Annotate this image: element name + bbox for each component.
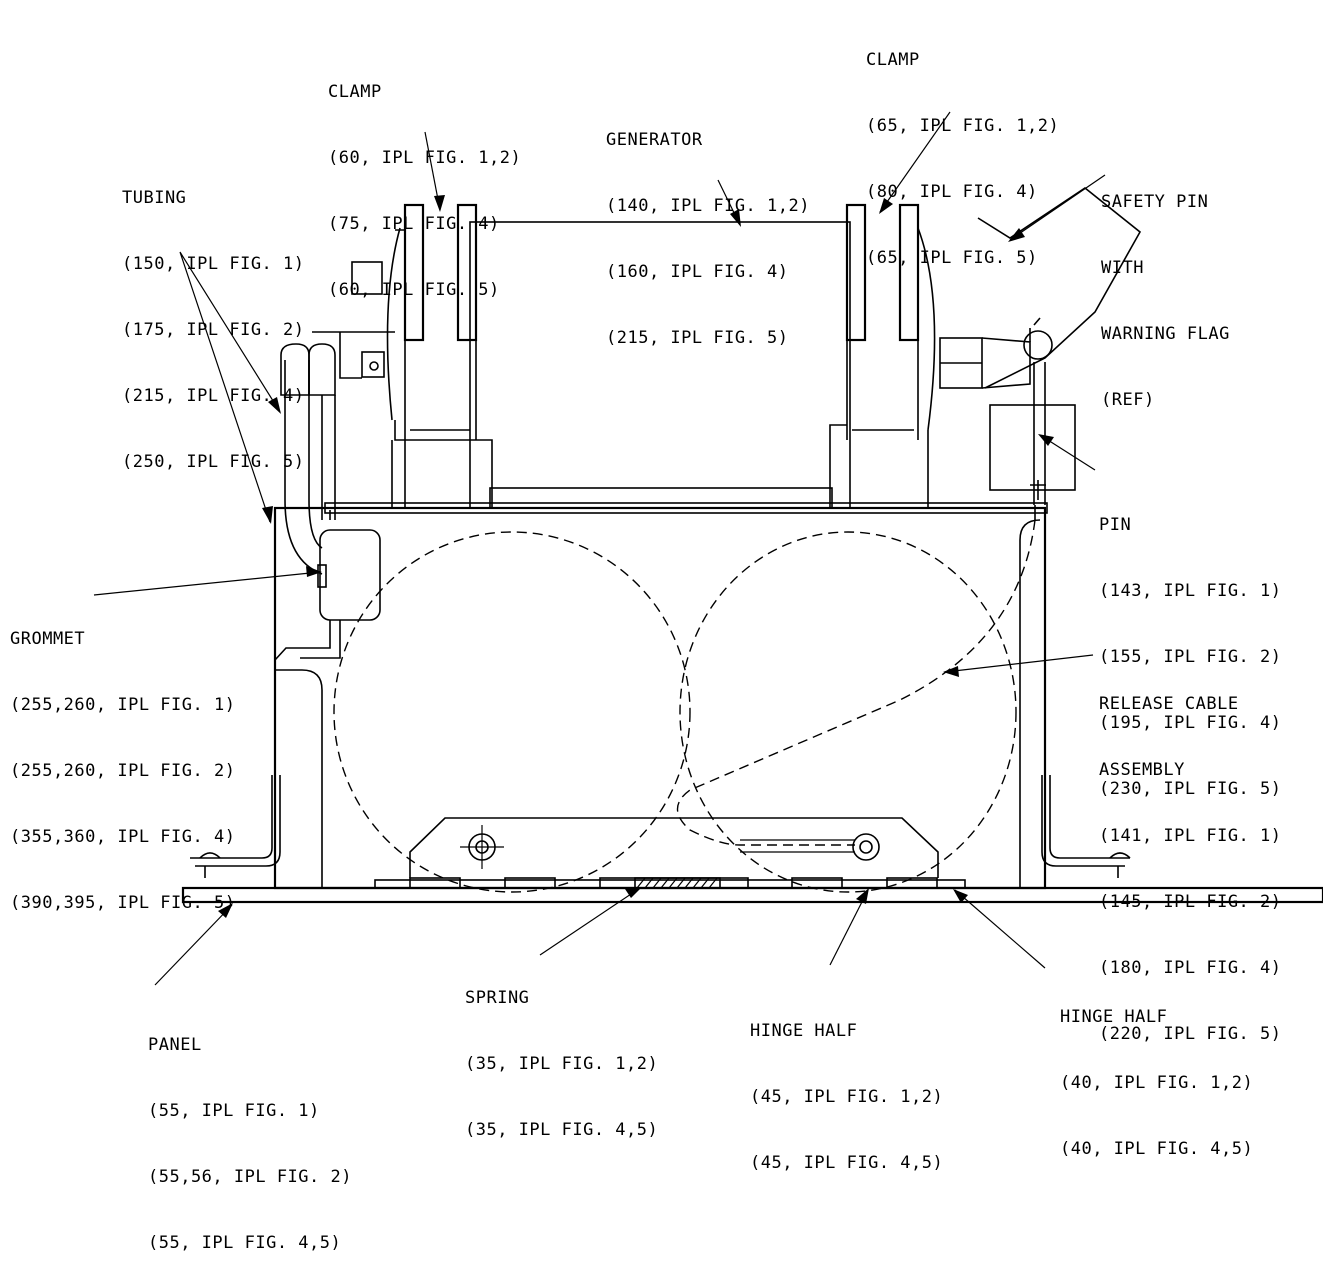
callout-ref: (65, IPL FIG. 5) — [866, 248, 1038, 268]
callout-ref: (255,260, IPL FIG. 2) — [10, 761, 236, 781]
grommet — [274, 529, 381, 661]
callout-ref: (80, IPL FIG. 4) — [866, 182, 1038, 202]
callout-name: PANEL — [148, 1035, 202, 1055]
pin-callout: PIN (143, IPL FIG. 1) (155, IPL FIG. 2) … — [1099, 470, 1282, 822]
callout-line: SAFETY PIN — [1101, 192, 1209, 212]
callout-ref: (195, IPL FIG. 4) — [1099, 713, 1282, 733]
callout-ref: (60, IPL FIG. 1,2) — [328, 148, 522, 168]
spring-callout: SPRING (35, IPL FIG. 1,2) (35, IPL FIG. … — [465, 943, 658, 1163]
hinge-half-right-callout: HINGE HALF (40, IPL FIG. 1,2) (40, IPL F… — [1060, 962, 1253, 1182]
panel-callout: PANEL (55, IPL FIG. 1) (55,56, IPL FIG. … — [148, 990, 352, 1276]
callout-name: HINGE HALF — [1060, 1007, 1168, 1027]
callout-ref: (60, IPL FIG. 5) — [328, 280, 500, 300]
callout-ref: (160, IPL FIG. 4) — [606, 262, 789, 282]
assembly-drawing — [93, 111, 1323, 986]
bottle-outlines — [333, 531, 1017, 893]
callout-ref: (230, IPL FIG. 5) — [1099, 779, 1282, 799]
callout-ref: (175, IPL FIG. 2) — [122, 320, 305, 340]
feet — [190, 775, 1131, 878]
safety-pin-callout: SAFETY PIN WITH WARNING FLAG (REF) — [1101, 147, 1230, 433]
callout-ref: (150, IPL FIG. 1) — [122, 254, 305, 274]
callout-name: GROMMET — [10, 629, 86, 649]
callout-line: (REF) — [1101, 390, 1155, 410]
callout-ref: (355,360, IPL FIG. 4) — [10, 827, 236, 847]
callout-ref: (215, IPL FIG. 4) — [122, 386, 305, 406]
clamp-left — [391, 203, 493, 508]
callout-name: PIN — [1099, 515, 1132, 535]
callout-ref: (65, IPL FIG. 1,2) — [866, 116, 1060, 136]
release-cable — [676, 519, 1036, 853]
callout-ref: (40, IPL FIG. 1,2) — [1060, 1073, 1254, 1093]
callout-ref: (155, IPL FIG. 2) — [1099, 647, 1282, 667]
callout-ref: (220, IPL FIG. 5) — [1099, 1024, 1282, 1044]
callout-name: HINGE HALF — [750, 1021, 858, 1041]
callout-ref: (55, IPL FIG. 4,5) — [148, 1233, 342, 1253]
callout-ref: (75, IPL FIG. 4) — [328, 214, 500, 234]
callout-line: WARNING FLAG — [1101, 324, 1230, 344]
grommet-callout: GROMMET (255,260, IPL FIG. 1) (255,260, … — [10, 584, 235, 936]
generator-callout: GENERATOR (140, IPL FIG. 1,2) (160, IPL … — [606, 85, 810, 371]
callout-ref: (180, IPL FIG. 4) — [1099, 958, 1282, 978]
callout-line: WITH — [1101, 258, 1144, 278]
clamp-left-callout: CLAMP (60, IPL FIG. 1,2) (75, IPL FIG. 4… — [328, 37, 521, 323]
callout-ref: (35, IPL FIG. 4,5) — [465, 1120, 659, 1140]
callout-name: CLAMP — [328, 82, 382, 102]
callout-ref: (145, IPL FIG. 2) — [1099, 892, 1282, 912]
callout-ref: (141, IPL FIG. 1) — [1099, 826, 1282, 846]
callout-name: SPRING — [465, 988, 530, 1008]
release-bracket — [409, 817, 939, 878]
safety-pin-fitting — [939, 187, 1142, 505]
callout-ref: (215, IPL FIG. 5) — [606, 328, 789, 348]
callout-name: TUBING — [122, 188, 187, 208]
callout-name: ASSEMBLY — [1099, 760, 1185, 780]
callout-ref: (55,56, IPL FIG. 2) — [148, 1167, 352, 1187]
callout-name: RELEASE CABLE — [1099, 694, 1239, 714]
housing — [273, 502, 1048, 890]
callout-name: CLAMP — [866, 50, 920, 70]
leaders — [93, 111, 1106, 986]
callout-ref: (55, IPL FIG. 1) — [148, 1101, 320, 1121]
hinge-half-mid-callout: HINGE HALF (45, IPL FIG. 1,2) (45, IPL F… — [750, 976, 943, 1196]
callout-ref: (250, IPL FIG. 5) — [122, 452, 305, 472]
release-cable-callout: RELEASE CABLE ASSEMBLY (141, IPL FIG. 1)… — [1099, 649, 1282, 1067]
callout-ref: (143, IPL FIG. 1) — [1099, 581, 1282, 601]
callout-ref: (45, IPL FIG. 1,2) — [750, 1087, 944, 1107]
callout-ref: (35, IPL FIG. 1,2) — [465, 1054, 659, 1074]
clamp-right-callout: CLAMP (65, IPL FIG. 1,2) (80, IPL FIG. 4… — [866, 5, 1059, 291]
callout-ref: (140, IPL FIG. 1,2) — [606, 196, 810, 216]
callout-ref: (255,260, IPL FIG. 1) — [10, 695, 236, 715]
callout-ref: (390,395, IPL FIG. 5) — [10, 893, 236, 913]
tubing-callout: TUBING (150, IPL FIG. 1) (175, IPL FIG. … — [122, 143, 305, 495]
terminal-tabs — [312, 261, 395, 379]
callout-ref: (40, IPL FIG. 4,5) — [1060, 1139, 1254, 1159]
callout-ref: (45, IPL FIG. 4,5) — [750, 1153, 944, 1173]
generator — [386, 221, 936, 509]
clamp-right — [829, 203, 929, 508]
callout-name: GENERATOR — [606, 130, 703, 150]
